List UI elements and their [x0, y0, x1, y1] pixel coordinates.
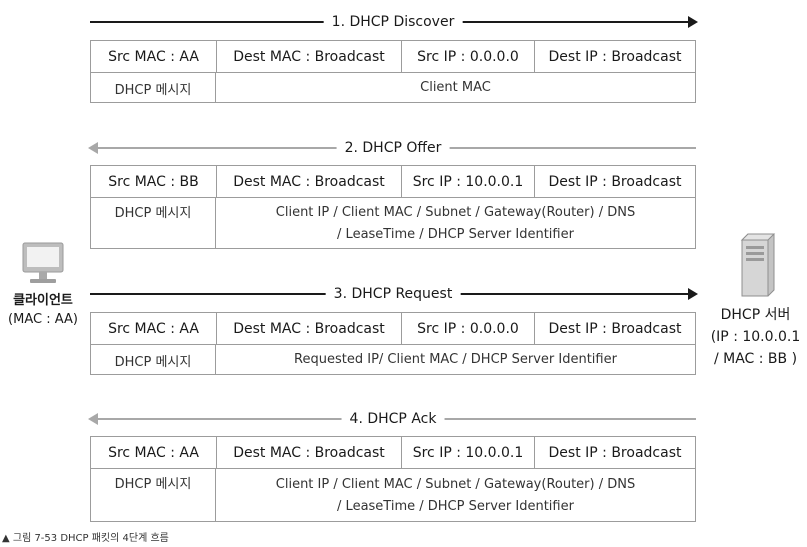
step1-content: Client MAC [216, 73, 695, 103]
step2-content-line: / LeaseTime / DHCP Server Identifier [337, 226, 574, 242]
step4-packet: Src MAC : AA Dest MAC : Broadcast Src IP… [90, 436, 696, 522]
server-icon [740, 233, 775, 297]
step1-message-label: DHCP 메시지 [91, 73, 216, 103]
step4-dest-mac: Dest MAC : Broadcast [216, 437, 401, 468]
step4-message-label: DHCP 메시지 [91, 469, 216, 522]
step4-arrow: 4. DHCP Ack [88, 409, 696, 429]
step2-message-label: DHCP 메시지 [91, 198, 216, 249]
step2-src-mac: Src MAC : BB [108, 173, 199, 190]
client-address: (MAC : AA) [8, 312, 78, 327]
step3-content: Requested IP/ Client MAC / DHCP Server I… [216, 345, 695, 375]
computer-icon [22, 242, 64, 283]
step4-dest-ip: Dest IP : Broadcast [534, 437, 695, 468]
step2-dest-mac: Dest MAC : Broadcast [216, 166, 401, 197]
step1-dest-mac: Dest MAC : Broadcast [216, 41, 401, 72]
step1-arrow: 1. DHCP Discover [90, 12, 698, 32]
step2-src-ip: Src IP : 10.0.0.1 [401, 166, 534, 197]
step1-dest-ip: Dest IP : Broadcast [534, 41, 695, 72]
step3-dest-ip: Dest IP : Broadcast [534, 313, 695, 344]
step2-packet: Src MAC : BB Dest MAC : Broadcast Src IP… [90, 165, 696, 249]
client-node: 클라이언트 (MAC : AA) [0, 240, 86, 330]
step4-src-ip: Src IP : 10.0.0.1 [401, 437, 534, 468]
server-mac: / MAC : BB ) [713, 351, 798, 367]
step4-content-line: Client IP / Client MAC / Subnet / Gatewa… [275, 476, 636, 492]
step2-content: Client IP / Client MAC / Subnet / Gatewa… [216, 198, 695, 249]
step3-title: 3. DHCP Request [325, 284, 461, 304]
step1-title: 1. DHCP Discover [323, 12, 463, 32]
step1-packet: Src MAC : AA Dest MAC : Broadcast Src IP… [90, 40, 696, 103]
step3-arrow: 3. DHCP Request [90, 284, 698, 304]
step3-content-line: Requested IP/ Client MAC / DHCP Server I… [294, 352, 617, 367]
step4-src-mac: Src MAC : AA [108, 444, 199, 461]
step4-content-line: / LeaseTime / DHCP Server Identifier [337, 498, 574, 514]
step3-dest-mac: Dest MAC : Broadcast [216, 313, 401, 344]
step2-title: 2. DHCP Offer [336, 138, 450, 158]
step4-content: Client IP / Client MAC / Subnet / Gatewa… [216, 469, 695, 522]
step3-message-label: DHCP 메시지 [91, 345, 216, 375]
step3-src-ip: Src IP : 0.0.0.0 [401, 313, 534, 344]
step1-src-mac: Src MAC : AA [108, 48, 199, 65]
server-node: DHCP 서버 (IP : 10.0.0.1 / MAC : BB ) [704, 232, 807, 370]
step4-title: 4. DHCP Ack [341, 409, 445, 429]
step1-src-ip: Src IP : 0.0.0.0 [401, 41, 534, 72]
step2-dest-ip: Dest IP : Broadcast [534, 166, 695, 197]
server-ip: (IP : 10.0.0.1 [710, 329, 801, 345]
step3-packet: Src MAC : AA Dest MAC : Broadcast Src IP… [90, 312, 696, 375]
client-label: 클라이언트 [13, 293, 73, 308]
step1-content-line: Client MAC [420, 80, 491, 95]
step2-arrow: 2. DHCP Offer [88, 138, 696, 158]
server-label: DHCP 서버 [720, 307, 791, 323]
figure-caption: ▲ 그림 7-53 DHCP 패킷의 4단계 흐름 [2, 533, 169, 544]
step3-src-mac: Src MAC : AA [108, 320, 199, 337]
step2-content-line: Client IP / Client MAC / Subnet / Gatewa… [275, 204, 636, 220]
